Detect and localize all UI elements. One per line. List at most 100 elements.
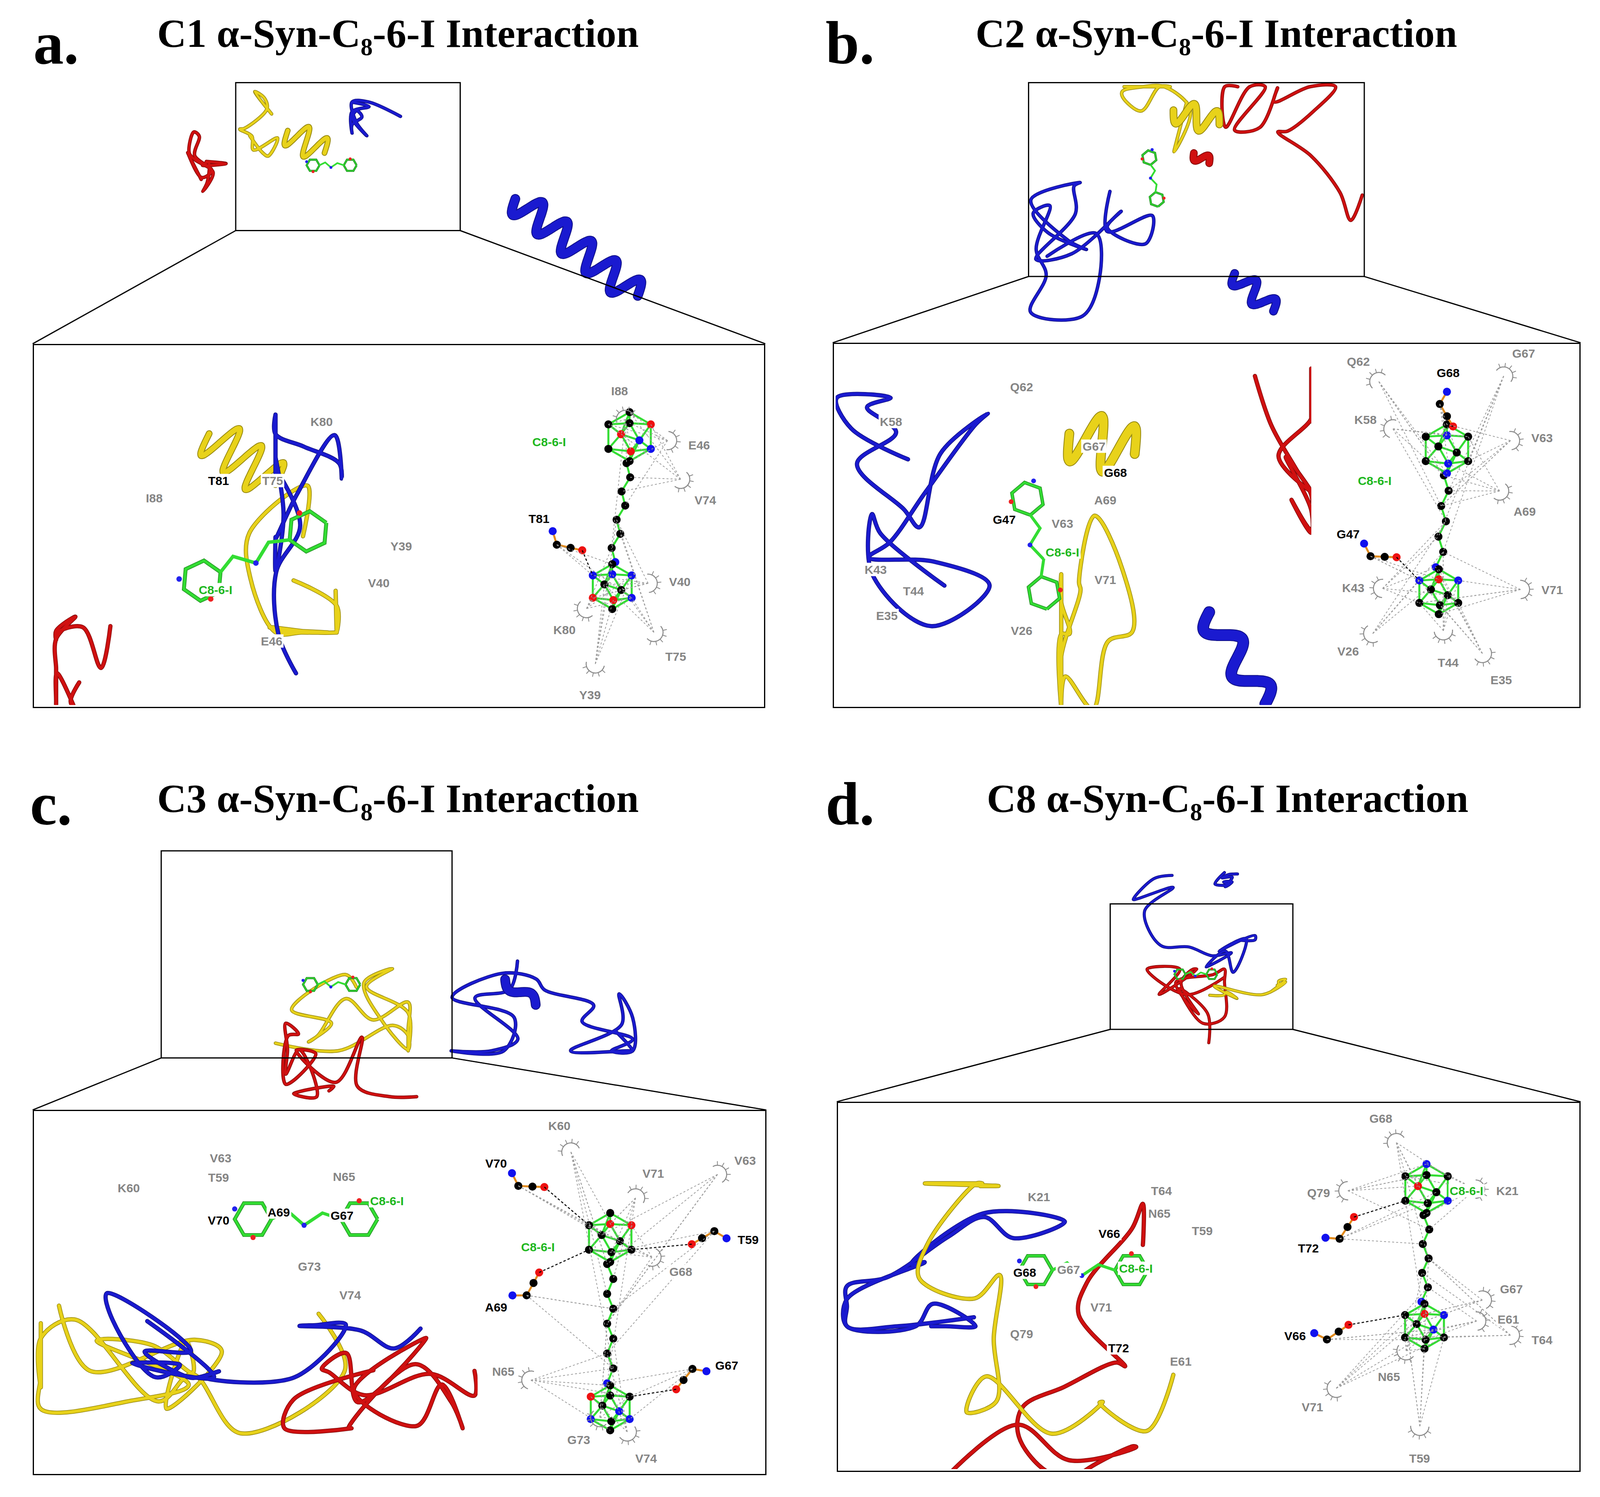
- contact-line: [613, 1231, 715, 1309]
- residue-label: G67: [1055, 1262, 1082, 1277]
- hydrophobic-lash: [1382, 434, 1387, 438]
- protein-ribbon: [187, 131, 226, 192]
- hydrophobic-lash: [640, 1186, 643, 1191]
- ligand-ring: [306, 159, 320, 171]
- contact-line: [526, 1295, 614, 1309]
- residue-label: G67: [1081, 439, 1107, 453]
- hydrophobic-lash: [653, 591, 656, 595]
- hydrophobic-lash: [1427, 1431, 1431, 1434]
- contact-line: [616, 519, 649, 584]
- protein-ribbon: [949, 1204, 1145, 1470]
- residue-atom: [548, 527, 557, 536]
- ligand-atom: [1033, 1284, 1039, 1290]
- residue-label: E35: [1489, 673, 1514, 687]
- protein-ribbon-shadow: [282, 1023, 417, 1099]
- hydrophobic-lash: [1518, 444, 1523, 446]
- ligand-atom: [1432, 1188, 1441, 1197]
- hydrophobic-lash: [1485, 1325, 1489, 1327]
- hydrophobic-lash: [1336, 1184, 1341, 1187]
- hydrophobic-lash: [1497, 500, 1499, 505]
- ligand-atom: [1434, 532, 1443, 541]
- hydrophobic-arc: [1496, 367, 1514, 383]
- hydrophobic-lash: [576, 614, 580, 618]
- contact-line: [1448, 490, 1500, 492]
- contact-line: [1339, 1239, 1423, 1245]
- residue-atom: [688, 1365, 697, 1374]
- hydrophobic-arc: [712, 1165, 727, 1183]
- residue-label: V74: [693, 493, 718, 507]
- contact-line: [610, 1198, 636, 1225]
- protein-ribbon-shadow: [1254, 368, 1311, 533]
- ligand-atom: [348, 157, 352, 161]
- residue-label: T59: [1407, 1451, 1432, 1465]
- contact-line: [621, 583, 649, 591]
- protein-helix: [200, 428, 284, 490]
- hydrophobic-lash: [671, 449, 674, 453]
- hydrophobic-lash: [576, 1141, 579, 1145]
- hydrophobic-lash: [1479, 1197, 1482, 1202]
- residue-atom: [1335, 1234, 1344, 1244]
- contact-line: [1438, 376, 1504, 537]
- hydrophobic-lash: [595, 1426, 598, 1431]
- hydrophobic-arc: [1474, 648, 1492, 663]
- contact-line: [530, 1368, 614, 1381]
- contact-line: [518, 1186, 602, 1236]
- protein-ribbon: [917, 1183, 1174, 1435]
- contact-line: [601, 1174, 718, 1236]
- ligand-atom: [1422, 1209, 1431, 1218]
- contact-line: [608, 424, 681, 480]
- ligand-atom: [608, 570, 617, 579]
- contact-line: [1443, 376, 1504, 553]
- contact-line: [530, 1380, 611, 1431]
- protein-ribbon-shadow: [1214, 872, 1238, 887]
- contact-line: [570, 1152, 608, 1265]
- residue-label: T59: [1190, 1224, 1214, 1238]
- hydrophobic-lash: [1480, 1177, 1483, 1182]
- hydrophobic-lash: [643, 1192, 648, 1195]
- hydrophobic-lash: [657, 581, 662, 583]
- hydrophobic-lash: [522, 1370, 526, 1374]
- contact-line: [1405, 1329, 1434, 1351]
- hydrophobic-lash: [1502, 499, 1505, 504]
- hydrophobic-lash: [616, 409, 620, 413]
- hydrophobic-lash: [721, 1163, 725, 1167]
- ligand-ring: [343, 159, 357, 171]
- residue-label: N65: [331, 1169, 357, 1184]
- hydrophobic-lash: [628, 406, 630, 411]
- contact-line: [611, 1198, 636, 1253]
- contact-line: [1419, 580, 1483, 654]
- residue-label: T64: [1149, 1184, 1174, 1198]
- residue-label: Q79: [1008, 1327, 1035, 1341]
- hydrophobic-lash: [1487, 1289, 1491, 1293]
- contact-line: [1339, 1203, 1428, 1240]
- contact-line: [607, 1257, 653, 1324]
- hydrophobic-lash: [687, 485, 691, 488]
- hydrophobic-lash: [1418, 1435, 1420, 1440]
- hbond-line: [629, 1389, 677, 1398]
- contact-line: [608, 419, 626, 425]
- ligand-ring: [1011, 482, 1043, 516]
- zoom-frame: [161, 850, 452, 1058]
- protein-helix: [284, 126, 328, 158]
- panel-title: C1 α-Syn-C₈-6-I Interaction: [157, 13, 639, 54]
- residue-label: V40: [667, 575, 692, 589]
- protein-ribbon: [239, 91, 278, 157]
- residue-label: Q62: [1345, 354, 1372, 369]
- hydrophobic-lash: [1400, 1131, 1403, 1135]
- hydrophobic-lash: [1529, 588, 1534, 590]
- residue-atom: [1449, 422, 1458, 431]
- ligand-atom: [1027, 542, 1033, 548]
- protein-helix: [1173, 103, 1220, 131]
- contact-line: [588, 1249, 653, 1258]
- protein-helix-shadow: [504, 979, 536, 1005]
- contact-line: [1347, 1164, 1427, 1191]
- hydrophobic-lash: [1407, 1430, 1412, 1433]
- contact-line: [1442, 552, 1444, 632]
- contact-line: [530, 1380, 611, 1386]
- hydrophobic-lash: [635, 1435, 640, 1438]
- hydrophobic-lash: [518, 1376, 523, 1378]
- hydrophobic-lash: [1509, 365, 1512, 370]
- hydrophobic-lash: [660, 639, 663, 642]
- contact-line: [625, 440, 668, 506]
